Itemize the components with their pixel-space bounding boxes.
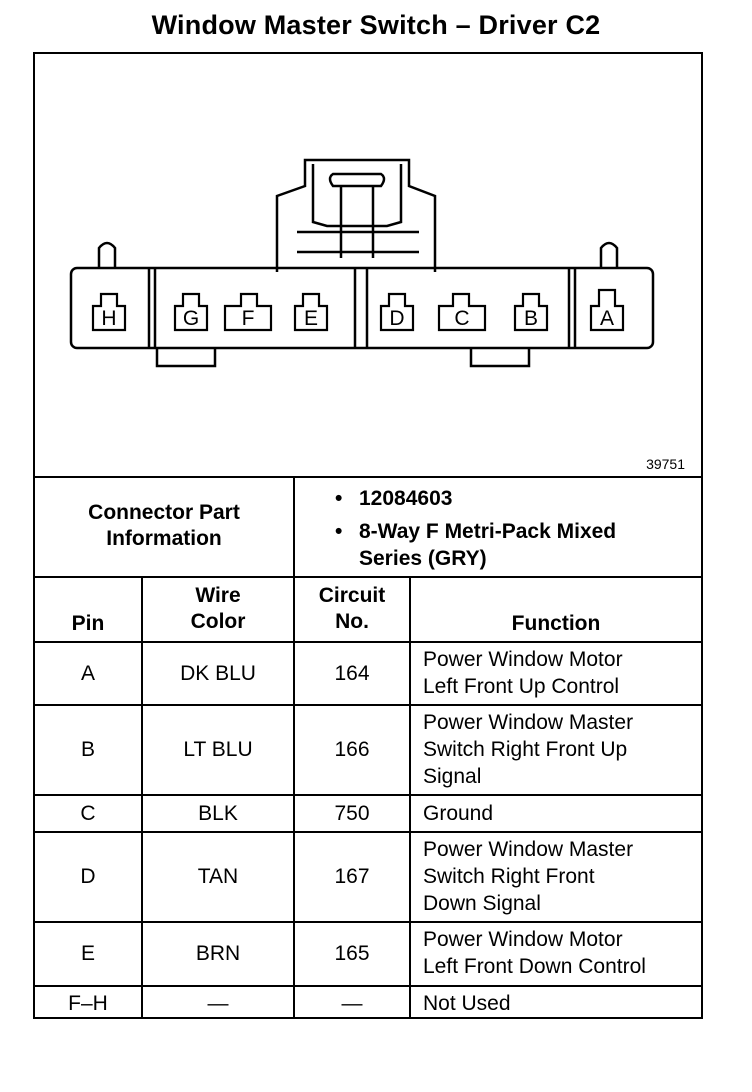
connector-body: [69, 266, 655, 350]
column-header-pin: Pin: [71, 612, 105, 635]
pin-label-b: B: [524, 307, 538, 330]
wire-color-cell: DK BLU: [180, 661, 256, 685]
divider: [293, 576, 295, 1019]
pin-cell: D: [80, 864, 96, 888]
wire-color-cell: BRN: [195, 941, 241, 965]
bottom-tab-left: [155, 348, 217, 368]
wire-color-cell: —: [207, 991, 229, 1015]
pin-label-h: H: [101, 307, 116, 330]
bottom-tab-right: [469, 348, 531, 368]
pin-label-a: A: [600, 307, 614, 330]
circuit-cell: 750: [334, 801, 370, 825]
divider: [35, 794, 701, 796]
divider: [141, 576, 143, 1019]
pin-cell: B: [80, 737, 95, 761]
pin-label-c: C: [454, 307, 469, 330]
function-cell: Not Used: [423, 991, 511, 1015]
wire-color-cell: LT BLU: [183, 737, 253, 761]
divider: [35, 921, 701, 923]
circuit-cell: —: [341, 991, 363, 1015]
wire-color-cell: TAN: [197, 864, 239, 888]
page-title: Window Master Switch – Driver C2: [151, 10, 601, 40]
connector-diagram: H G F E D C B A: [69, 158, 655, 368]
left-post: [97, 241, 117, 268]
divider: [35, 576, 701, 578]
circuit-cell: 167: [334, 864, 370, 888]
pin-label-e: E: [304, 307, 318, 330]
connector-info-list: • 12084603 • 8-Way F Metri-Pack Mixed Se…: [333, 485, 693, 578]
connector-info-label: Connector Part Information: [88, 501, 240, 550]
pin-cell: C: [80, 801, 96, 825]
divider: [35, 985, 701, 987]
latch-tab: [328, 172, 386, 188]
circuit-cell: 165: [334, 941, 370, 965]
pin-label-f: F: [242, 307, 255, 330]
circuit-cell: 164: [334, 661, 370, 685]
list-item: • 8-Way F Metri-Pack Mixed Series (GRY): [333, 518, 693, 572]
function-cell: Ground: [423, 801, 494, 825]
pin-cell: E: [80, 941, 95, 965]
connector-sheet: H G F E D C B A 39751 Connector Part Inf…: [33, 52, 703, 1019]
list-item: • 12084603: [335, 487, 453, 510]
divider: [35, 641, 701, 643]
column-header-function: Function: [511, 612, 601, 635]
pin-cell: F–H: [68, 991, 108, 1015]
wire-color-cell: BLK: [198, 801, 238, 825]
figure-id: 39751: [646, 456, 685, 472]
pin-label-g: G: [183, 307, 199, 330]
divider: [409, 576, 411, 1019]
divider: [35, 831, 701, 833]
latch-housing: [275, 158, 437, 272]
pin-cell: A: [80, 661, 95, 685]
divider: [35, 476, 701, 478]
connector-description: 8-Way F Metri-Pack Mixed Series (GRY): [359, 520, 617, 570]
circuit-cell: 166: [334, 737, 370, 761]
divider: [293, 476, 295, 576]
latch-stem: [339, 186, 375, 258]
part-number: 12084603: [359, 487, 453, 510]
pin-label-d: D: [389, 307, 404, 330]
right-post: [599, 241, 619, 268]
divider: [35, 704, 701, 706]
latch-inner: [311, 164, 403, 228]
